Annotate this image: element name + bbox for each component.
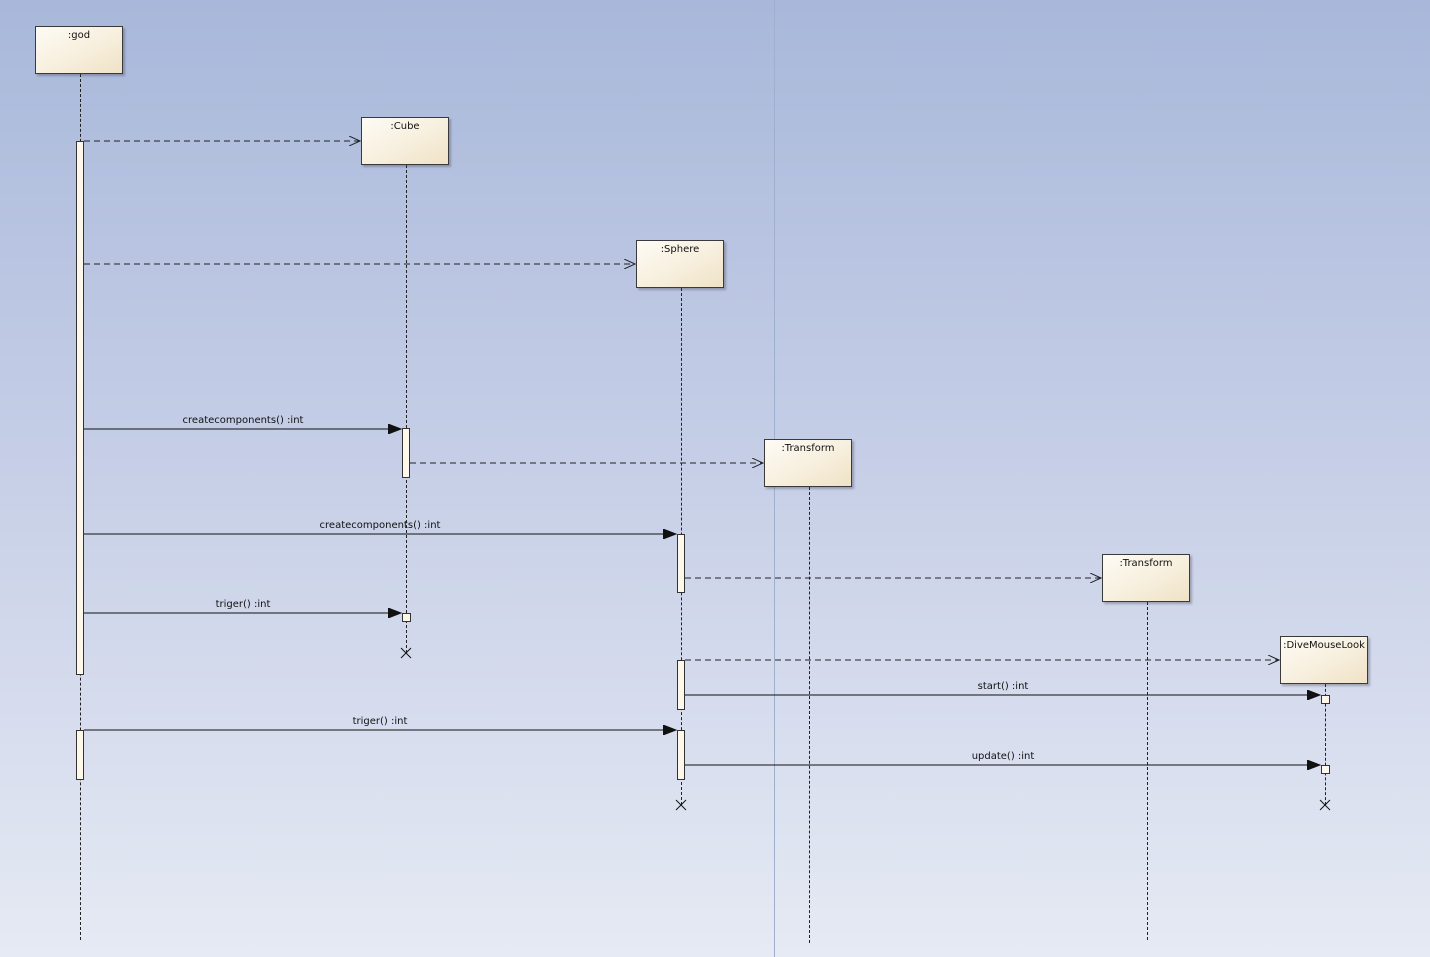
object-label: :DiveMouseLook	[1283, 640, 1365, 651]
lifeline-head-god[interactable]: :god	[35, 26, 123, 74]
message-label-triger-cube: triger() :int	[215, 599, 271, 610]
object-label: :god	[67, 30, 91, 41]
object-label: :Transform	[781, 443, 835, 454]
activation-sphere-3	[677, 730, 685, 780]
activation-sphere-2	[677, 660, 685, 710]
activation-divemouselook-2	[1321, 765, 1330, 774]
lifeline-transform-2	[1147, 602, 1148, 940]
lifeline-head-sphere[interactable]: :Sphere	[636, 240, 724, 288]
message-label-update: update() :int	[971, 751, 1035, 762]
message-label-createcomponents-cube: createcomponents() :int	[182, 415, 304, 426]
lifeline-divemouselook	[1325, 684, 1326, 805]
lifeline-head-transform-1[interactable]: :Transform	[764, 439, 852, 487]
activation-cube-1	[402, 428, 410, 478]
activation-cube-2	[402, 613, 411, 622]
destroy-marker-cube	[400, 647, 412, 659]
activation-sphere-1	[677, 534, 685, 593]
object-label: :Transform	[1119, 558, 1173, 569]
lifeline-cube	[406, 165, 407, 653]
message-label-createcomponents-sphere: createcomponents() :int	[319, 520, 441, 531]
lifeline-transform-1	[809, 487, 810, 943]
message-label-triger-sphere: triger() :int	[352, 716, 408, 727]
object-label: :Sphere	[660, 244, 700, 255]
activation-divemouselook-1	[1321, 695, 1330, 704]
lifeline-head-cube[interactable]: :Cube	[361, 117, 449, 165]
object-label: :Cube	[390, 121, 420, 132]
destroy-marker-divemouselook	[1319, 799, 1331, 811]
lifeline-head-divemouselook[interactable]: :DiveMouseLook	[1280, 636, 1368, 684]
lifeline-head-transform-2[interactable]: :Transform	[1102, 554, 1190, 602]
activation-god-2	[76, 730, 84, 780]
activation-god-1	[76, 141, 84, 675]
message-label-start: start() :int	[977, 681, 1029, 692]
destroy-marker-sphere	[675, 799, 687, 811]
